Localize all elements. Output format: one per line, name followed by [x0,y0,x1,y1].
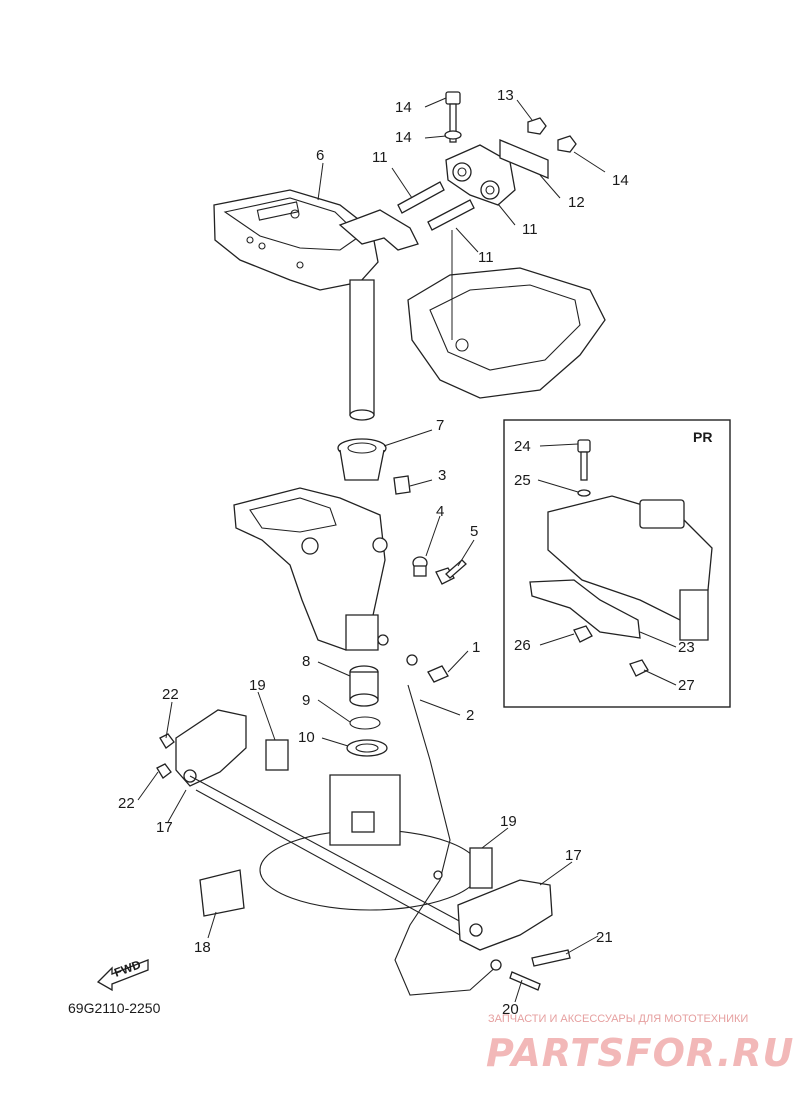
callout-14-top: 13 [497,87,514,104]
callout-21: 21 [596,929,613,946]
bushing-part [337,438,411,495]
callout-2: 2 [466,707,474,724]
lower-bushings [346,665,388,757]
upper-mount-assembly [444,91,577,206]
swivel-bracket-part [233,487,389,651]
callout-19-left: 19 [249,677,266,694]
callout-16: 14 [395,129,412,146]
rubber-pad-part [199,869,245,917]
callout-11-bottom: 11 [478,249,494,266]
callout-5: 5 [470,523,478,540]
callout-9: 9 [302,692,310,709]
callout-15: 14 [395,99,412,116]
callout-14-right: 14 [612,172,629,189]
callout-17-right: 17 [565,847,582,864]
callout-18: 18 [194,939,211,956]
callout-1: 1 [472,639,480,656]
clamp-bracket-left [156,709,289,787]
callout-23: 23 [678,639,695,656]
callout-10: 10 [298,729,315,746]
bottom-cowling-part [407,230,606,399]
callout-4: 4 [436,503,444,520]
fwd-arrow-icon: FWD [96,957,149,992]
watermark-tagline: ЗАПЧАСТИ И АКСЕССУАРЫ ДЛЯ МОТОТЕХНИКИ [488,1013,748,1025]
callout-26: 26 [514,637,531,654]
diagram-code: 69G2110-2250 [68,1000,161,1016]
callout-22-top: 22 [162,686,179,703]
callout-12: 11 [522,221,538,238]
callout-numbers: 14 14 13 14 12 11 11 11 6 7 3 4 5 1 2 8 … [118,87,695,1018]
inset-label: PR [693,429,712,445]
callout-25: 25 [514,472,531,489]
callout-27: 27 [678,677,695,694]
callout-19-right: 19 [500,813,517,830]
callout-17-left: 17 [156,819,173,836]
callout-6: 6 [316,147,324,164]
clamp-bracket-right [457,847,571,991]
watermark-brand: PARTSFOR.RU [486,1031,794,1075]
callout-11-top: 11 [372,149,388,166]
steering-bracket-part [213,189,419,421]
bolt-with-washer [412,556,467,585]
callout-7: 7 [436,417,444,434]
engine-mount-center [259,774,481,911]
stud-bolts [397,181,475,231]
watermark: ЗАПЧАСТИ И АКСЕССУАРЫ ДЛЯ МОТОТЕХНИКИ PA… [486,1013,794,1075]
callout-24: 24 [514,438,531,455]
ground-lead-part [394,654,502,996]
callout-3: 3 [438,467,446,484]
leader-lines [137,97,677,1003]
pr-inset-panel: PR [503,419,731,708]
callout-20: 20 [502,1001,519,1018]
callout-8: 8 [302,653,310,670]
callout-22-bottom: 22 [118,795,135,812]
callout-13: 12 [568,194,585,211]
